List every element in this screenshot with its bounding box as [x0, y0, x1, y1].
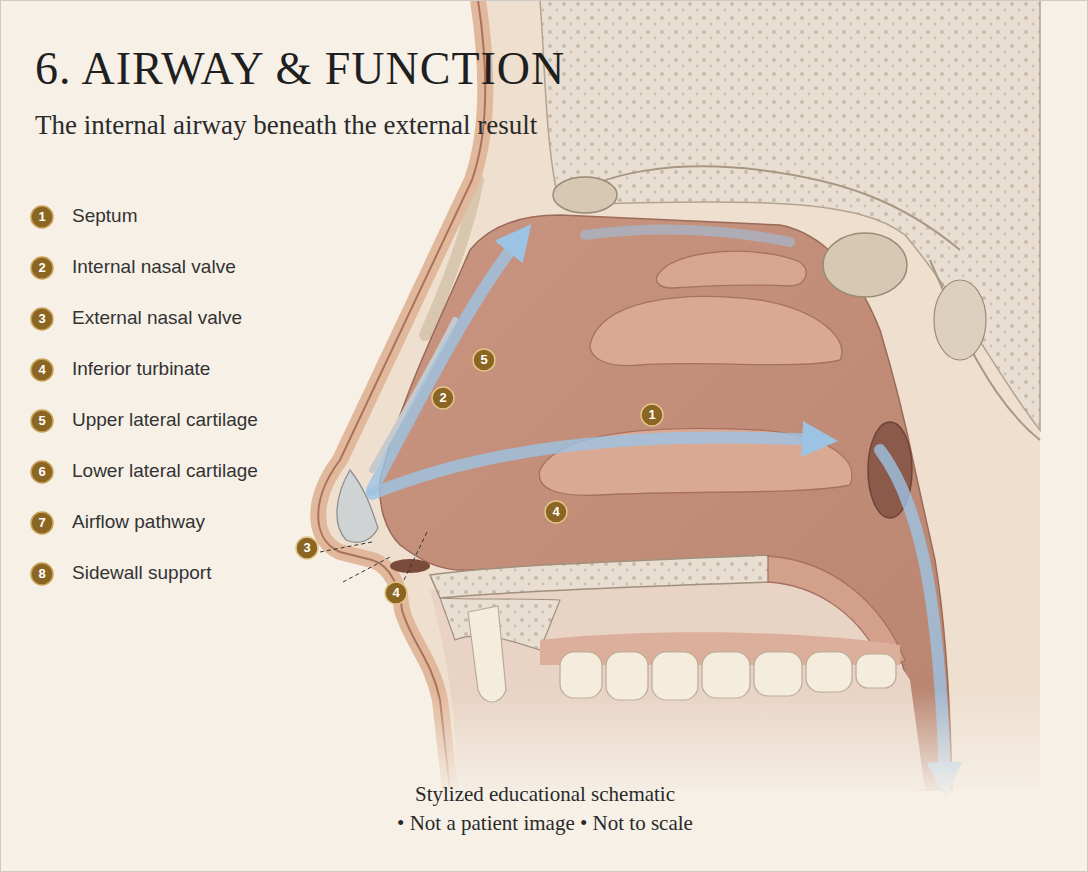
legend-number: 8 — [30, 562, 54, 586]
legend-text: Airflow pathway — [72, 511, 205, 532]
frontal-sinus — [553, 177, 617, 213]
legend-badge — [31, 512, 53, 534]
legend-text: Lower lateral cartilage — [72, 460, 258, 481]
subtitle: The internal airway beneath the external… — [35, 110, 537, 141]
airflow-arrow — [372, 437, 820, 494]
callout-badge — [432, 387, 454, 409]
legend-item: Sidewall support — [72, 562, 211, 584]
legend-item: Internal nasal valve — [72, 256, 236, 278]
sinus-cell — [934, 280, 986, 360]
sphenoid-sinus — [823, 233, 907, 297]
legend-badge — [31, 410, 53, 432]
legend-number: 2 — [30, 256, 54, 280]
nostril — [390, 559, 430, 573]
legend-item: Inferior turbinate — [72, 358, 210, 380]
legend-number: 6 — [30, 460, 54, 484]
superior-turbinate — [656, 251, 806, 288]
legend-item: Septum — [72, 205, 137, 227]
legend-number: 7 — [30, 511, 54, 535]
callout-number: 3 — [295, 536, 319, 560]
legend-number: 5 — [30, 409, 54, 433]
legend-number: 4 — [30, 358, 54, 382]
incisor — [468, 606, 506, 702]
legend-text: Upper lateral cartilage — [72, 409, 258, 430]
callout-number: 5 — [472, 348, 496, 372]
callout-badge — [545, 501, 567, 523]
legend-item: Airflow pathway — [72, 511, 205, 533]
legend-badge — [31, 359, 53, 381]
caption-note: • Not a patient image • Not to scale — [245, 811, 845, 836]
legend-text: Septum — [72, 205, 137, 226]
airflow-arrow — [585, 230, 790, 242]
legend-text: External nasal valve — [72, 307, 242, 328]
title: 6. AIRWAY & FUNCTION — [35, 42, 565, 95]
legend-badge — [31, 461, 53, 483]
leader-line — [404, 530, 428, 580]
middle-turbinate — [590, 296, 842, 365]
callout-number: 1 — [640, 403, 664, 427]
legend-badge — [31, 563, 53, 585]
tooth — [856, 654, 896, 688]
legend-item: Upper lateral cartilage — [72, 409, 258, 431]
leader-line — [320, 542, 372, 552]
callout-number: 4 — [544, 500, 568, 524]
caption: Stylized educational schematic — [245, 782, 845, 807]
callout-badge — [473, 349, 495, 371]
legend-badge — [31, 206, 53, 228]
legend-text: Inferior turbinate — [72, 358, 210, 379]
callout-badge — [296, 537, 318, 559]
clivus-line — [930, 260, 1040, 440]
legend-text: Internal nasal valve — [72, 256, 236, 277]
callout-badge — [385, 582, 407, 604]
callout-number: 2 — [431, 386, 455, 410]
leader-line — [343, 556, 392, 582]
tooth — [754, 652, 802, 696]
legend-text: Sidewall support — [72, 562, 211, 583]
legend-badge — [31, 257, 53, 279]
tooth — [806, 652, 852, 692]
callout-number: 4 — [384, 581, 408, 605]
legend-item: External nasal valve — [72, 307, 242, 329]
hard-palate — [430, 555, 770, 598]
legend-badge — [31, 308, 53, 330]
legend-number: 3 — [30, 307, 54, 331]
upper-lateral-cartilage — [372, 320, 455, 470]
legend-number: 1 — [30, 205, 54, 229]
legend-item: Lower lateral cartilage — [72, 460, 258, 482]
callout-badge — [641, 404, 663, 426]
